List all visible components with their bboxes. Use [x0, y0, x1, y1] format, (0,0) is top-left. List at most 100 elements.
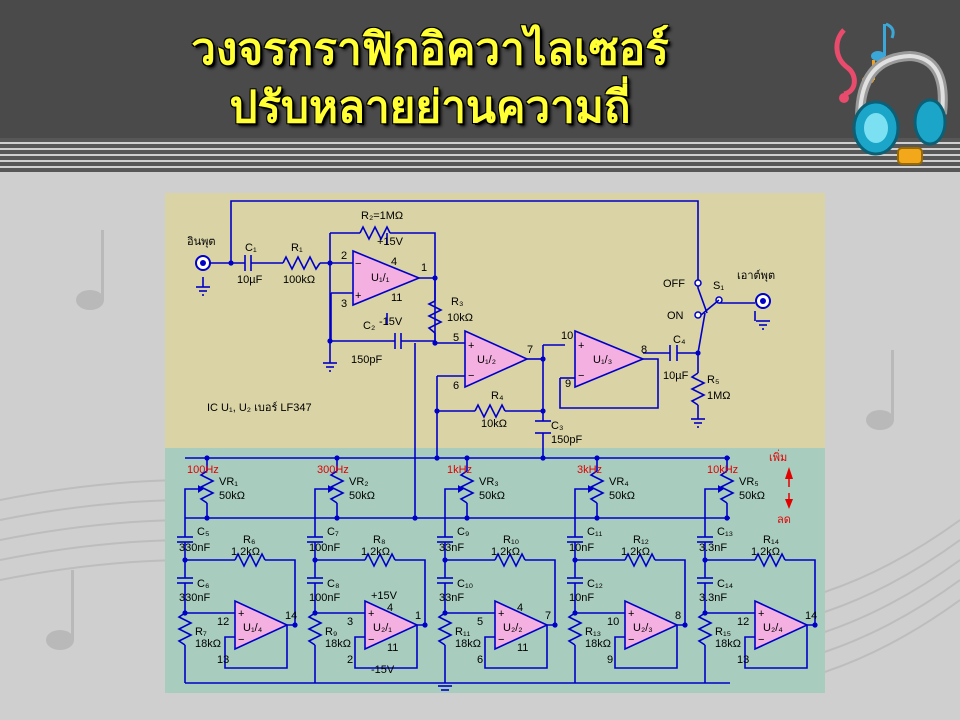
- rf-value: 1.2kΩ: [231, 546, 260, 558]
- pin-out: 7: [545, 610, 551, 622]
- pin-minus: 6: [477, 654, 483, 666]
- opamp-u1-1: [352, 249, 422, 307]
- u11-pin-4: 4: [391, 256, 397, 268]
- cap-b-name: C₁₄: [717, 578, 734, 590]
- increase-label: เพิ่ม: [769, 449, 787, 464]
- input-jack: [195, 255, 211, 271]
- vr-name: VR₂: [349, 476, 369, 488]
- u11-pin-2: 2: [341, 250, 347, 262]
- slide-title-line-2: ปรับหลายย่านความถี่: [229, 82, 631, 133]
- opamp-band-5: [754, 599, 809, 651]
- u11-label: U₁/₁: [371, 272, 390, 284]
- switch-off-label: OFF: [663, 278, 685, 290]
- pin-minus: 9: [607, 654, 613, 666]
- rg-name: R₇: [195, 626, 207, 638]
- band-frequency: 1kHz: [447, 464, 472, 476]
- opamp-band-2: [364, 599, 419, 651]
- band-frequency: 3kHz: [577, 464, 602, 476]
- opamp-label: U₂/₃: [633, 622, 653, 634]
- band-frequency: 300Hz: [317, 464, 349, 476]
- opamp-label: U₂/₄: [763, 622, 783, 634]
- plus-sign: +: [368, 608, 374, 620]
- rg-value: 18kΩ: [585, 638, 611, 650]
- pin-v2: 11: [517, 642, 528, 654]
- cap-a-name: C₁₃: [717, 526, 733, 538]
- u12-plus: +: [468, 340, 474, 352]
- c1-name: C₁: [245, 242, 257, 254]
- rf-name: R₁₀: [503, 534, 519, 546]
- rf-value: 1.2kΩ: [621, 546, 650, 558]
- junction-dots: [228, 260, 701, 521]
- pin-out: 8: [675, 610, 681, 622]
- u13-pin-9: 9: [565, 378, 571, 390]
- vr-name: VR₁: [219, 476, 238, 488]
- pin-v2: 11: [387, 642, 398, 654]
- wiper-arrow-icon: [718, 485, 724, 493]
- band-3: 1kHzVR₃50kΩC₉33nFC₁₀33nFR₁₀1.2kΩR₁₁18kΩU…: [437, 455, 558, 683]
- rf-value: 1.2kΩ: [491, 546, 520, 558]
- band-frequency: 10kHz: [707, 464, 738, 476]
- cap-b-name: C₆: [197, 578, 209, 590]
- cap-b-value: 10nF: [569, 592, 594, 604]
- cap-b-value: 33nF: [439, 592, 464, 604]
- band-frequency: 100Hz: [187, 464, 219, 476]
- cap-a-value: 100nF: [309, 542, 340, 554]
- c4-value: 10µF: [663, 370, 689, 382]
- minus-sign: −: [368, 634, 374, 646]
- u12-minus: −: [468, 370, 474, 382]
- rf-name: R₁₄: [763, 534, 780, 546]
- u12-label: U₁/₂: [477, 354, 496, 366]
- r3-name: R₃: [451, 296, 463, 308]
- vr-value: 50kΩ: [219, 490, 245, 502]
- cap-a-name: C₅: [197, 526, 209, 538]
- rf-value: 1.2kΩ: [361, 546, 390, 558]
- switch-s1: [694, 279, 723, 319]
- opamp-label: U₂/₂: [503, 622, 523, 634]
- opamp-band-1: [234, 599, 289, 651]
- u13-label: U₁/₃: [593, 354, 612, 366]
- header-bar: [0, 0, 960, 138]
- wiper-arrow-icon: [198, 485, 204, 493]
- u11-plus15: +15V: [377, 236, 404, 248]
- pin-plus: 12: [217, 616, 229, 628]
- cap-b-name: C₁₂: [587, 578, 603, 590]
- opamp-label: U₁/₄: [243, 622, 263, 634]
- u13-pin-8: 8: [641, 344, 647, 356]
- headphones-icon: [852, 50, 948, 165]
- r5-value: 1MΩ: [707, 390, 731, 402]
- cap-a-value: 33nF: [439, 542, 464, 554]
- pin-plus: 5: [477, 616, 483, 628]
- u11-minus: −: [355, 258, 361, 270]
- rf-name: R₆: [243, 534, 255, 546]
- increase-arrow-icon: [785, 467, 793, 479]
- switch-on-label: ON: [667, 310, 684, 322]
- vr-value: 50kΩ: [349, 490, 375, 502]
- vr-name: VR₃: [479, 476, 499, 488]
- output-label: เอาต์พุต: [737, 269, 775, 282]
- cap-b-value: 3.3nF: [699, 592, 727, 604]
- minus-sign: −: [628, 634, 634, 646]
- cap-a-name: C₁₁: [587, 526, 603, 538]
- vr-value: 50kΩ: [739, 490, 765, 502]
- minus-sign: −: [758, 634, 764, 646]
- rf-name: R₁₂: [633, 534, 649, 546]
- u12-pin-6: 6: [453, 380, 459, 392]
- opamp-band-4: [624, 599, 679, 651]
- rg-name: R₁₅: [715, 626, 731, 638]
- c2-name: C₂: [363, 320, 375, 332]
- rg-value: 18kΩ: [325, 638, 351, 650]
- music-headphones-logo: [834, 22, 948, 165]
- decrease-arrow-icon: [785, 499, 793, 509]
- band-4: 3kHzVR₄50kΩC₁₁10nFC₁₂10nFR₁₂1.2kΩR₁₃18kΩ…: [567, 455, 688, 683]
- u11-pin-11: 11: [391, 292, 402, 304]
- pin-minus: 13: [217, 654, 229, 666]
- cap-b-value: 330nF: [179, 592, 210, 604]
- schematic-wires: [185, 200, 756, 519]
- rf-value: 1.2kΩ: [751, 546, 780, 558]
- rg-value: 18kΩ: [195, 638, 221, 650]
- rf-name: R₈: [373, 534, 386, 546]
- equalizer-bands: 100HzVR₁50kΩC₅330nFC₆330nFR₆1.2kΩR₇18kΩU…: [177, 455, 818, 684]
- r3-value: 10kΩ: [447, 312, 473, 324]
- cap-a-value: 3.3nF: [699, 542, 727, 554]
